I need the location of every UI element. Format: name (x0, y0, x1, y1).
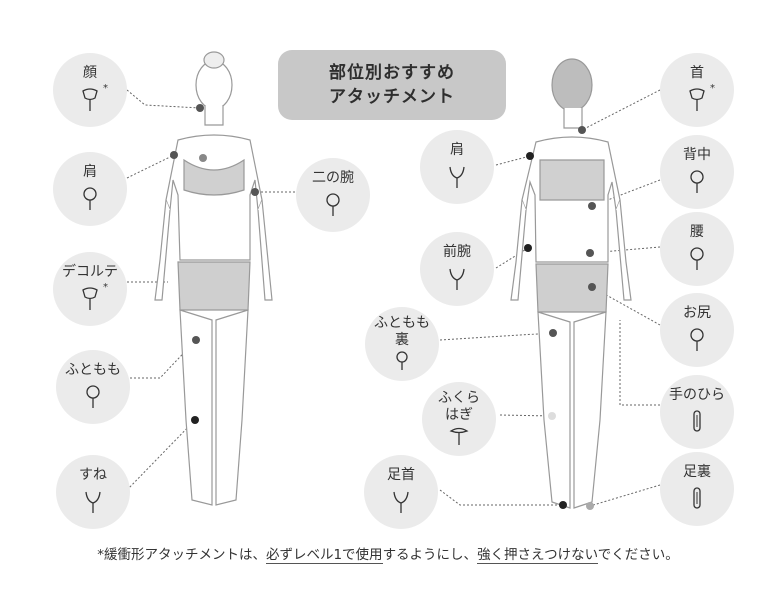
label-thigh-back-1: ふともも (374, 315, 430, 331)
label-face: 顔 (83, 65, 97, 81)
label-hip: お尻 (683, 305, 711, 321)
label-sole: 足裏 (683, 464, 711, 480)
circle-forearm: 前腕 (420, 232, 494, 306)
circle-upper-arm: 二の腕 (296, 158, 370, 232)
circle-back: 背中 (660, 135, 734, 209)
label-neck: 首 (690, 65, 704, 81)
cushion-attachment-icon: * (78, 282, 108, 312)
fork-attachment-icon (445, 164, 469, 190)
footnote-underline-1: 必ずレベル1で使用 (265, 547, 383, 564)
title-line-2: アタッチメント (329, 87, 455, 107)
back-figure (510, 58, 632, 509)
footnote-part-2: するようにし、 (382, 547, 478, 563)
title-box: 部位別おすすめ アタッチメント (278, 50, 506, 120)
circle-decollete: デコルテ * (53, 252, 127, 326)
circle-sole: 足裏 (660, 452, 734, 526)
fork-attachment-icon (445, 266, 469, 292)
label-thigh-back-2: 裏 (395, 332, 409, 348)
label-back: 背中 (683, 147, 711, 163)
circle-calf: ふくら はぎ (422, 382, 496, 456)
footnote-part-1: *緩衝形アタッチメントは、 (97, 547, 266, 563)
ball-attachment-icon (390, 350, 414, 376)
ball-attachment-icon (78, 186, 102, 212)
circle-palm: 手のひら (660, 375, 734, 449)
asterisk-mark: * (103, 282, 108, 293)
circle-hip: お尻 (660, 293, 734, 367)
title-line-1: 部位別おすすめ (329, 63, 455, 83)
label-thigh: ふともも (65, 362, 121, 378)
footnote: *緩衝形アタッチメントは、必ずレベル1で使用するようにし、強く押さえつけないでく… (0, 543, 776, 564)
circle-shin: すね (56, 455, 130, 529)
label-calf-1: ふくら (438, 390, 480, 406)
label-waist: 腰 (690, 224, 704, 240)
circle-shoulder-back: 肩 (420, 130, 494, 204)
footnote-part-3: でください。 (597, 547, 679, 563)
ball-attachment-icon (685, 169, 709, 195)
front-figure (154, 51, 273, 506)
fork-attachment-icon (389, 489, 413, 515)
mushroom-attachment-icon (447, 425, 471, 451)
label-shin: すね (79, 467, 107, 483)
label-calf-2: はぎ (445, 407, 473, 423)
circle-shoulder-front: 肩 (53, 152, 127, 226)
circle-waist: 腰 (660, 212, 734, 286)
footnote-underline-2: 強く押さえつけない (477, 547, 598, 564)
ball-attachment-icon (81, 384, 105, 410)
fork-attachment-icon (81, 489, 105, 515)
asterisk-mark: * (103, 83, 108, 94)
circle-ankle: 足首 (364, 455, 438, 529)
asterisk-mark: * (710, 83, 715, 94)
needle-attachment-icon (685, 486, 709, 512)
label-forearm: 前腕 (443, 244, 471, 260)
label-palm: 手のひら (669, 387, 725, 403)
needle-attachment-icon (685, 409, 709, 435)
cushion-attachment-icon: * (685, 83, 715, 113)
label-upper-arm: 二の腕 (312, 170, 354, 186)
ball-attachment-icon (685, 327, 709, 353)
ball-attachment-icon (685, 246, 709, 272)
label-ankle: 足首 (387, 467, 415, 483)
label-decollete: デコルテ (62, 264, 118, 280)
ball-attachment-icon (321, 192, 345, 218)
circle-thigh: ふともも (56, 350, 130, 424)
label-shoulder-back: 肩 (450, 142, 464, 158)
circle-thigh-back: ふともも 裏 (365, 307, 439, 381)
label-shoulder-front: 肩 (83, 164, 97, 180)
cushion-attachment-icon: * (78, 83, 108, 113)
circle-face: 顔 * (53, 53, 127, 127)
circle-neck: 首 * (660, 53, 734, 127)
